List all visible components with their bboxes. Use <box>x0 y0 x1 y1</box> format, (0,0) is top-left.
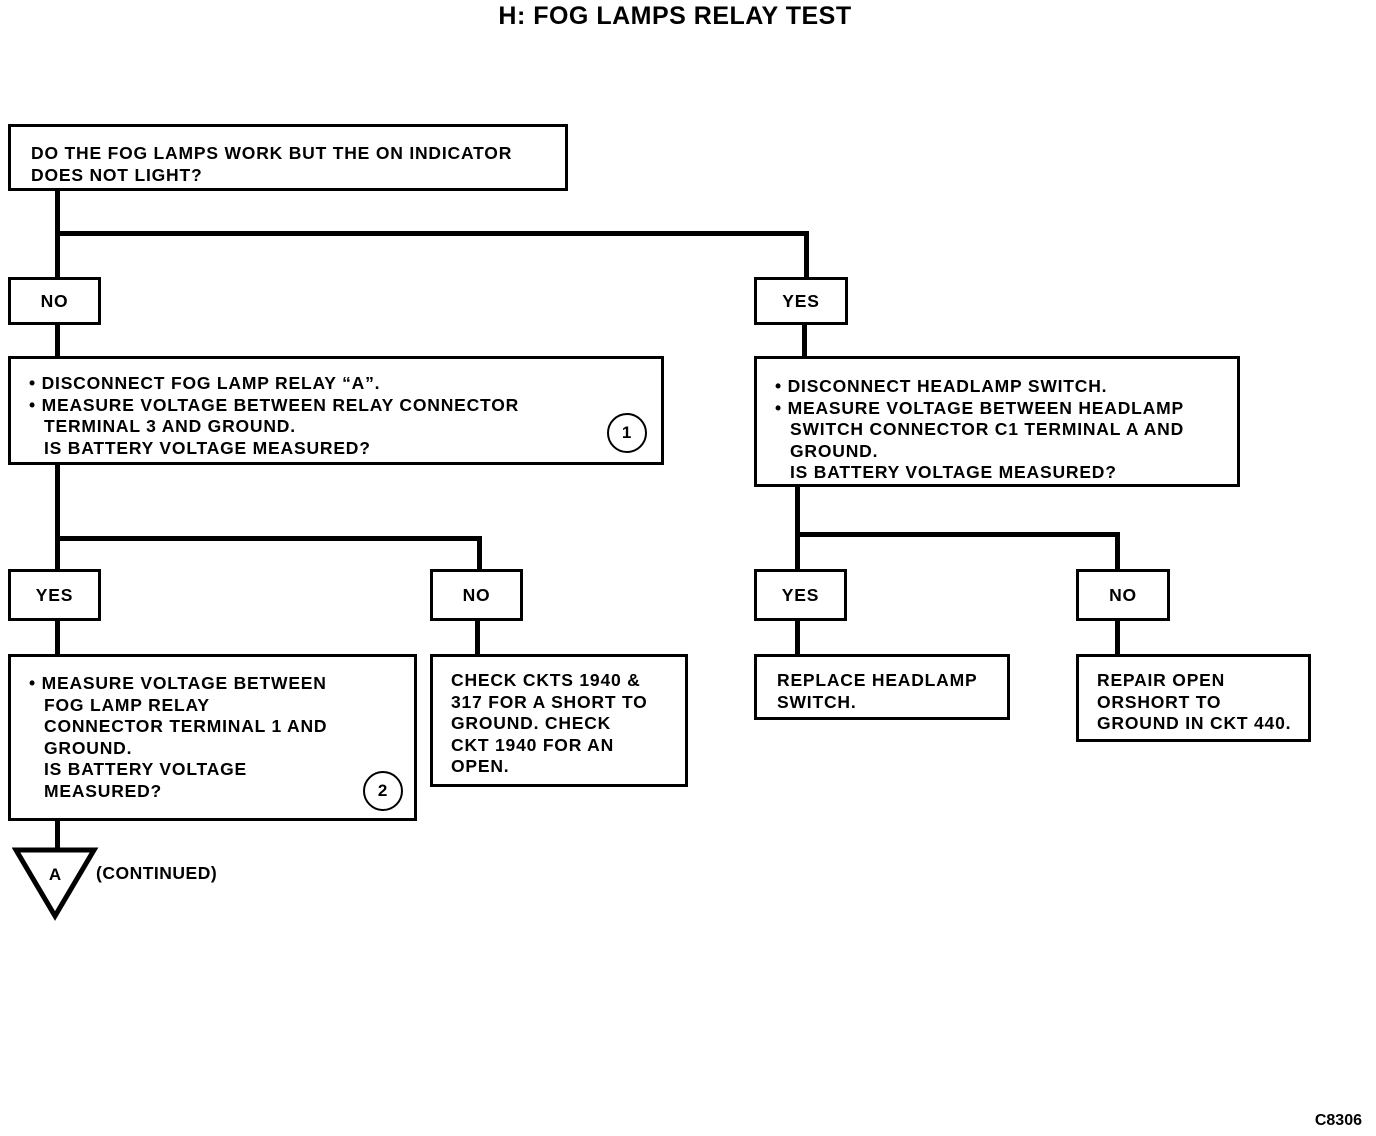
continued-label: (CONTINUED) <box>96 863 218 883</box>
answer-yes-label: YES <box>8 569 101 621</box>
connector-line <box>55 818 60 850</box>
connector-line <box>55 536 482 541</box>
note-number-circle: 1 <box>607 413 647 453</box>
relay-a-test-box: • DISCONNECT FOG LAMP RELAY “A”. • MEASU… <box>8 356 664 465</box>
repair-circuit-box: REPAIR OPEN ORSHORT TO GROUND IN CKT 440… <box>1076 654 1311 742</box>
answer-yes-label: YES <box>754 277 848 325</box>
headlamp-switch-test-box: • DISCONNECT HEADLAMP SWITCH. • MEASURE … <box>754 356 1240 487</box>
connector-line <box>795 618 800 656</box>
step-text-line: TERMINAL 3 AND GROUND. <box>44 416 296 436</box>
step-text-line: 317 FOR A SHORT TO <box>451 691 648 712</box>
note-number-circle: 2 <box>363 771 403 811</box>
connector-line <box>795 485 800 572</box>
step-text-line: REPAIR OPEN <box>1097 670 1226 690</box>
page-title: H: FOG LAMPS RELAY TEST <box>498 2 852 30</box>
step-text-line: • DISCONNECT HEADLAMP SWITCH. <box>775 376 1108 396</box>
answer-no-label: NO <box>1076 569 1170 621</box>
check-circuits-box: CHECK CKTS 1940 & 317 FOR A SHORT TO GRO… <box>430 654 688 787</box>
answer-no-label: NO <box>430 569 523 621</box>
step-text-line: REPLACE HEADLAMP <box>777 670 978 690</box>
step-text-line: • DISCONNECT FOG LAMP RELAY “A”. <box>29 373 381 393</box>
step-text-line: GROUND IN CKT 440. <box>1097 713 1292 733</box>
connector-line <box>795 532 1120 537</box>
connector-line <box>55 618 60 656</box>
answer-no-label: NO <box>8 277 101 325</box>
connector-line <box>804 231 809 280</box>
step-text-line: SWITCH CONNECTOR C1 TERMINAL A AND <box>790 419 1185 439</box>
step-text-line: CHECK CKTS 1940 & <box>451 670 641 690</box>
relay-terminal-1-test-box: • MEASURE VOLTAGE BETWEEN FOG LAMP RELAY… <box>8 654 417 821</box>
step-text-line: IS BATTERY VOLTAGE MEASURED? <box>44 437 371 458</box>
step-text-line: • MEASURE VOLTAGE BETWEEN HEADLAMP <box>775 397 1184 418</box>
connector-line <box>55 462 60 572</box>
connector-line <box>1115 618 1120 656</box>
connector-line <box>475 618 480 656</box>
step-text-line: IS BATTERY VOLTAGE <box>44 759 248 779</box>
replace-headlamp-switch-box: REPLACE HEADLAMP SWITCH. <box>754 654 1010 720</box>
off-page-connector-icon: A <box>12 847 99 921</box>
step-text-line: • MEASURE VOLTAGE BETWEEN <box>29 673 327 693</box>
step-text-line: CONNECTOR TERMINAL 1 AND <box>44 716 328 736</box>
answer-yes-label: YES <box>754 569 847 621</box>
step-text-line: OPEN. <box>451 756 510 776</box>
step-text-line: GROUND. <box>44 737 133 758</box>
connector-line <box>1115 532 1120 572</box>
step-text-line: GROUND. CHECK <box>451 713 612 733</box>
connector-letter: A <box>49 865 61 884</box>
step-text-line: MEASURED? <box>44 780 163 801</box>
connector-line <box>55 323 60 359</box>
step-text-line: IS BATTERY VOLTAGE MEASURED? <box>790 462 1117 482</box>
step-text-line: DO THE FOG LAMPS WORK BUT THE ON INDICAT… <box>31 143 513 163</box>
step-text-line: FOG LAMP RELAY <box>44 694 210 715</box>
figure-code: C8306 <box>1314 1112 1362 1129</box>
step-text-line: SWITCH. <box>777 691 857 712</box>
step-text-line: • MEASURE VOLTAGE BETWEEN RELAY CONNECTO… <box>29 394 520 415</box>
step-text-line: ORSHORT TO <box>1097 691 1222 712</box>
start-question-box: DO THE FOG LAMPS WORK BUT THE ON INDICAT… <box>8 124 568 191</box>
step-text-line: GROUND. <box>790 440 879 461</box>
connector-line <box>802 323 807 359</box>
step-text-line: DOES NOT LIGHT? <box>31 164 203 185</box>
connector-line <box>477 536 482 572</box>
connector-line <box>55 231 809 236</box>
step-text-line: CKT 1940 FOR AN <box>451 734 615 755</box>
